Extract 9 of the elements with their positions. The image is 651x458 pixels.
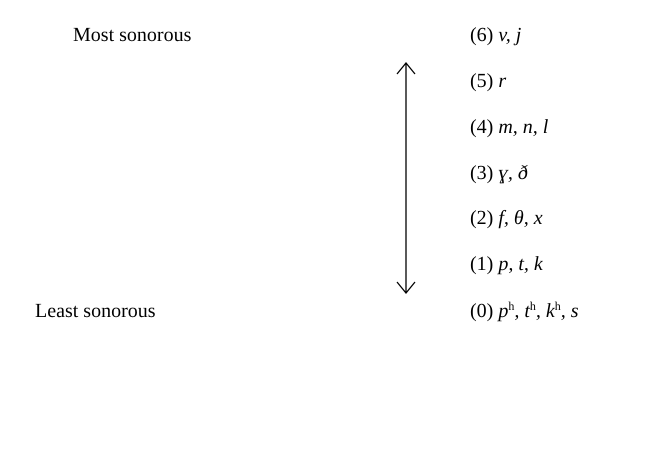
scale-item: (0) p$^{h}$, t$^{h}$, k$^{h}$, s (470, 299, 579, 323)
scale-item: (5) r (470, 69, 506, 93)
scale-item: (4) m, n, l (470, 115, 548, 139)
scale-item: (2) f, θ, x (470, 206, 543, 230)
scale-item: (6) v, j (470, 23, 522, 47)
side-label: Least sonorous (35, 299, 156, 323)
scale-item: (1) p, t, k (470, 252, 543, 276)
side-label: Most sonorous (73, 23, 192, 47)
scale-item: (3) ɣ, ð (470, 161, 528, 185)
